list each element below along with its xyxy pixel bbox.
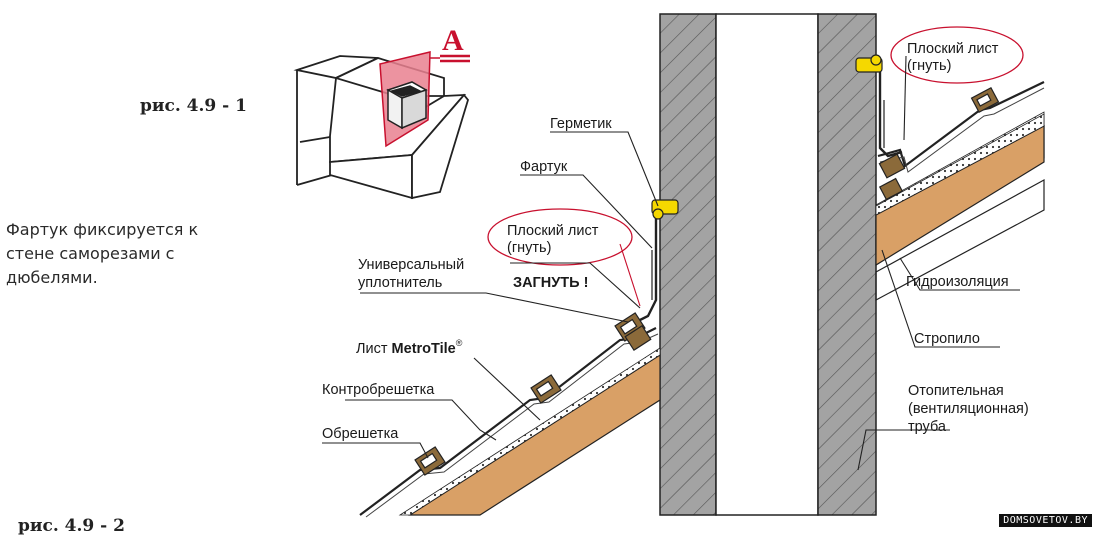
label-universal-seal-1: Универсальный (358, 257, 464, 273)
leader-lines (322, 55, 1020, 471)
figure-label-bottom: рис. 4.9 - 2 (18, 516, 125, 536)
label-apron: Фартук (520, 159, 568, 175)
label-sheet: Лист MetroTile® (356, 338, 463, 357)
section-marker-a: А (430, 24, 470, 63)
left-flashing (639, 199, 679, 322)
highlight-ellipse-left (487, 208, 633, 266)
label-waterproofing: Гидроизоляция (906, 274, 1009, 290)
label-chimney-3: труба (908, 419, 947, 435)
batten-clip (878, 177, 904, 201)
label-counter-batten: Контробрешетка (322, 382, 435, 398)
highlight-ellipse-right (890, 26, 1024, 84)
watermark: DOMSOVETOV.BY (999, 514, 1092, 527)
chimney-section (659, 13, 877, 516)
batten-clip (624, 325, 652, 351)
label-flat-sheet-left-2: (гнуть) (507, 240, 551, 256)
batten-clip (970, 86, 1000, 114)
label-rafter: Стропило (914, 331, 980, 347)
sketch-chimney (386, 81, 428, 130)
label-chimney-1: Отопительная (908, 383, 1004, 399)
label-sheet-prefix: Лист (356, 341, 392, 357)
label-bend-warning: ЗАГНУТЬ ! (513, 275, 588, 291)
label-universal-seal-2: уплотнитель (358, 275, 442, 291)
label-sheet-brand: MetroTile (392, 341, 456, 357)
right-battens (878, 86, 1000, 201)
right-rafter (875, 113, 1045, 267)
label-batten: Обрешетка (322, 426, 399, 442)
section-marker-text: А (442, 24, 464, 57)
label-hermetic: Герметик (550, 116, 612, 132)
label-chimney-2: (вентиляционная) (908, 401, 1029, 417)
batten-clip (414, 446, 446, 476)
label-flat-sheet-right-2: (гнуть) (907, 58, 951, 74)
note-text: Фартук фиксируется к стене саморезами с … (6, 220, 199, 287)
batten-clip (530, 374, 562, 404)
label-flat-sheet-left-1: Плоский лист (507, 223, 599, 239)
label-flat-sheet-right-1: Плоский лист (907, 41, 999, 57)
figure-label-top: рис. 4.9 - 1 (140, 96, 247, 116)
right-flashing (855, 54, 903, 158)
batten-clip (878, 153, 906, 179)
batten-clip (614, 312, 646, 342)
left-battens (414, 312, 652, 476)
callouts: Герметик Фартук Плоский лист (гнуть) Уни… (322, 41, 1029, 442)
label-sheet-reg: ® (456, 338, 463, 348)
